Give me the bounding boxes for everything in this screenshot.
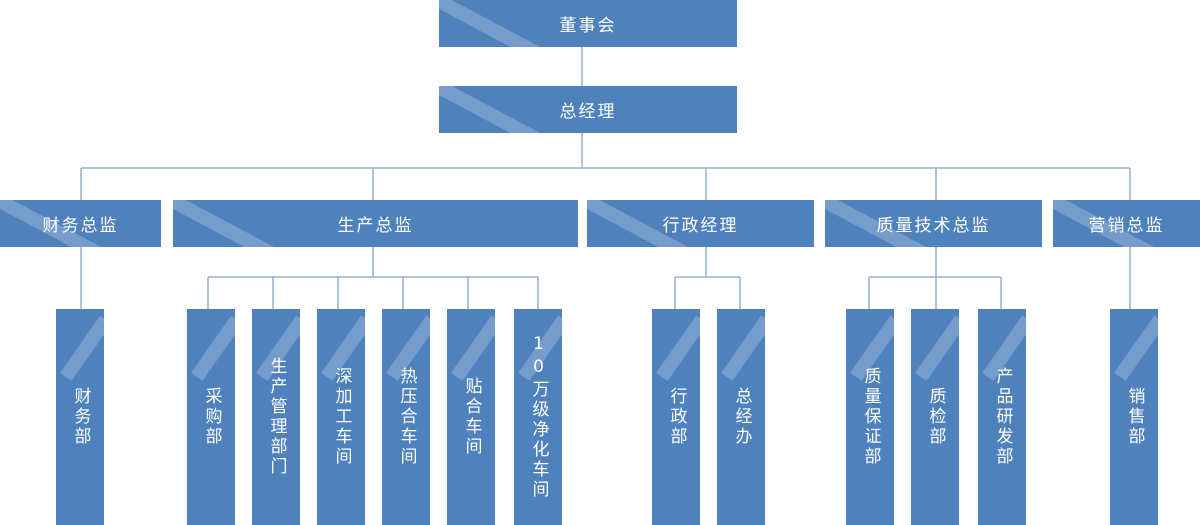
dept-label: 财务部 bbox=[70, 387, 91, 447]
node-dept-rd: 产品研发部 bbox=[978, 309, 1026, 525]
node-dept-quality-assurance: 质量保证部 bbox=[846, 309, 894, 525]
node-dept-quality-inspection: 质检部 bbox=[911, 309, 959, 525]
dept-label: 行政部 bbox=[666, 387, 687, 447]
node-dept-deep-processing: 深加工车间 bbox=[317, 309, 365, 525]
node-admin-manager-label: 行政经理 bbox=[662, 216, 739, 236]
node-dept-purchasing: 采购部 bbox=[187, 309, 235, 525]
node-admin-manager: 行政经理 bbox=[587, 200, 814, 247]
node-sales-director: 营销总监 bbox=[1053, 200, 1200, 247]
node-dept-admin: 行政部 bbox=[652, 309, 700, 525]
dept-label: 采购部 bbox=[201, 387, 222, 447]
node-dept-general-office: 总经办 bbox=[717, 309, 765, 525]
dept-label: 产品研发部 bbox=[992, 367, 1013, 467]
node-dept-hot-press: 热压合车间 bbox=[382, 309, 430, 525]
node-quality-director: 质量技术总监 bbox=[825, 200, 1042, 247]
node-quality-director-label: 质量技术总监 bbox=[876, 216, 991, 236]
dept-label: 质检部 bbox=[925, 387, 946, 447]
node-dept-production-management: 生产管理部门 bbox=[252, 309, 300, 525]
node-sales-director-label: 营销总监 bbox=[1088, 216, 1165, 236]
node-board-label: 董事会 bbox=[559, 16, 617, 36]
dept-label: 销售部 bbox=[1124, 387, 1145, 447]
node-production-director-label: 生产总监 bbox=[337, 216, 414, 236]
node-production-director: 生产总监 bbox=[173, 200, 578, 247]
node-general-manager: 总经理 bbox=[439, 86, 737, 133]
dept-label: 深加工车间 bbox=[331, 367, 352, 467]
dept-label: 质量保证部 bbox=[860, 367, 881, 467]
node-dept-sales: 销售部 bbox=[1110, 309, 1158, 525]
dept-label: 生产管理部门 bbox=[266, 357, 287, 477]
dept-label: 热压合车间 bbox=[396, 367, 417, 467]
dept-label: 总经办 bbox=[731, 387, 752, 447]
node-dept-cleanroom: 10万级净化车间 bbox=[514, 309, 562, 525]
node-dept-lamination: 贴合车间 bbox=[447, 309, 495, 525]
dept-label: 贴合车间 bbox=[461, 377, 482, 457]
node-board: 董事会 bbox=[439, 0, 737, 47]
dept-label: 10万级净化车间 bbox=[528, 334, 549, 500]
node-general-manager-label: 总经理 bbox=[559, 102, 617, 122]
node-finance-director-label: 财务总监 bbox=[42, 216, 119, 236]
node-dept-finance: 财务部 bbox=[56, 309, 104, 525]
node-finance-director: 财务总监 bbox=[0, 200, 161, 247]
